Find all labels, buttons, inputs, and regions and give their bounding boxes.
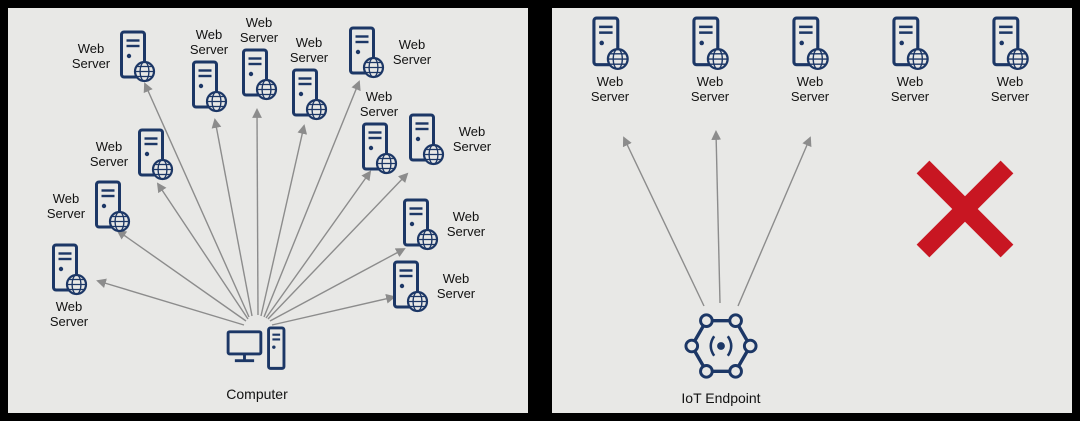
web-server-label: Web Server xyxy=(890,74,930,104)
web-server-label: Web Server xyxy=(71,41,111,71)
web-server-icon xyxy=(390,260,430,314)
web-server-icon xyxy=(117,30,157,84)
web-server-label: Web Server xyxy=(289,35,329,65)
web-server-node: Web Server xyxy=(286,35,332,122)
web-server-icon xyxy=(346,26,386,80)
computer-label: Computer xyxy=(226,386,288,402)
iot-endpoint-label: IoT Endpoint xyxy=(681,390,761,406)
web-server-icon xyxy=(239,48,279,102)
web-server-node: Web Server xyxy=(236,15,282,102)
web-server-node: Web Server xyxy=(687,16,733,104)
iot-endpoint-icon xyxy=(680,308,762,384)
web-server-icon xyxy=(689,16,731,72)
web-server-node: Web Server xyxy=(987,16,1033,104)
web-server-node: Web Server xyxy=(346,26,435,80)
web-server-label: Web Server xyxy=(46,191,86,221)
web-server-icon xyxy=(49,243,89,297)
web-server-label: Web Server xyxy=(89,139,129,169)
web-server-icon xyxy=(289,68,329,122)
web-server-label: Web Server xyxy=(990,74,1030,104)
web-server-node: Web Server xyxy=(186,27,232,114)
web-server-icon xyxy=(889,16,931,72)
iot-endpoint-node: IoT Endpoint xyxy=(680,308,762,406)
web-server-label: Web Server xyxy=(436,271,476,301)
web-server-node: Web Server xyxy=(46,243,92,329)
web-server-node: Web Server xyxy=(356,89,402,176)
web-server-node: Web Server xyxy=(390,260,479,314)
web-server-icon xyxy=(406,113,446,167)
left-panel: Web Server Web Server Web Server Web Ser… xyxy=(8,8,528,413)
web-server-label: Web Server xyxy=(590,74,630,104)
web-server-label: Web Server xyxy=(189,27,229,57)
web-server-label: Web Server xyxy=(452,124,492,154)
web-server-label: Web Server xyxy=(392,37,432,67)
computer-node: Computer xyxy=(224,326,290,402)
web-server-node: Web Server xyxy=(887,16,933,104)
web-server-node: Web Server xyxy=(406,113,495,167)
web-server-icon xyxy=(92,180,132,234)
web-server-label: Web Server xyxy=(690,74,730,104)
web-server-node: Web Server xyxy=(68,30,157,84)
web-server-icon xyxy=(989,16,1031,72)
web-server-label: Web Server xyxy=(790,74,830,104)
web-server-label: Web Server xyxy=(49,299,89,329)
web-server-icon xyxy=(135,128,175,182)
web-server-icon xyxy=(189,60,229,114)
web-server-icon xyxy=(589,16,631,72)
web-server-icon xyxy=(359,122,399,176)
web-server-node: Web Server xyxy=(43,180,132,234)
right-panel: Web Server Web Server Web Server Web Ser… xyxy=(552,8,1072,413)
web-server-label: Web Server xyxy=(359,89,399,119)
web-server-icon xyxy=(789,16,831,72)
web-server-label: Web Server xyxy=(446,209,486,239)
computer-icon xyxy=(224,326,290,378)
web-server-icon xyxy=(400,198,440,252)
web-server-label: Web Server xyxy=(239,15,279,45)
red-x-icon xyxy=(912,156,1018,262)
web-server-node: Web Server xyxy=(400,198,489,252)
web-server-node: Web Server xyxy=(86,128,175,182)
web-server-node: Web Server xyxy=(787,16,833,104)
web-server-node: Web Server xyxy=(587,16,633,104)
